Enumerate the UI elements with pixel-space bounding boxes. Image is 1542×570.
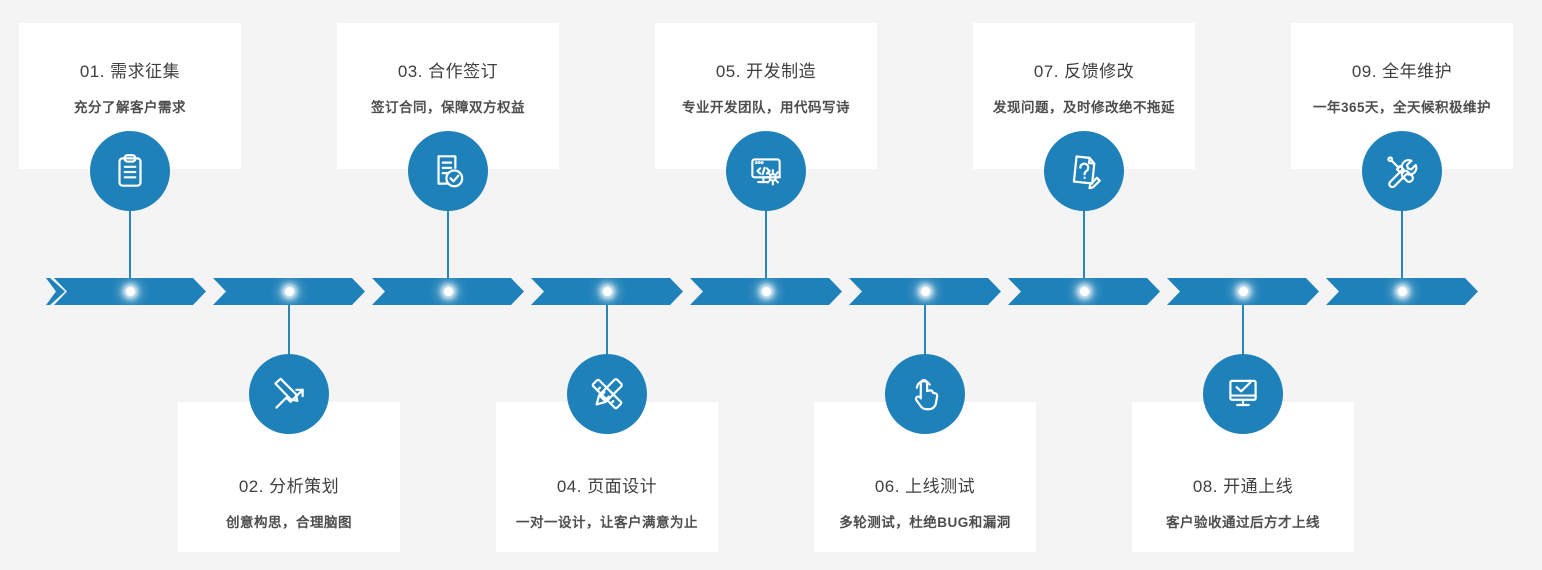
step-title: 06. 上线测试 [874, 477, 976, 496]
step-subtitle: 发现问题，及时修改绝不拖延 [993, 100, 1175, 115]
timeline-dot [1080, 287, 1089, 296]
connector-line [606, 305, 608, 356]
connector-line [129, 209, 131, 278]
timeline-dot [762, 287, 771, 296]
step-subtitle: 充分了解客户需求 [74, 100, 186, 115]
monitor-check-icon [1203, 354, 1283, 434]
connector-line [924, 305, 926, 356]
step-title: 09. 全年维护 [1351, 62, 1453, 81]
step-subtitle: 多轮测试，杜绝BUG和漏洞 [839, 515, 1011, 530]
timeline-dot [444, 287, 453, 296]
connector-line [1083, 209, 1085, 278]
contract-check-icon [408, 131, 488, 211]
connector-line [1242, 305, 1244, 356]
question-note-icon [1044, 131, 1124, 211]
wrench-screwdriver-icon [1362, 131, 1442, 211]
timeline-segment [531, 278, 683, 305]
timeline-dot [1398, 287, 1407, 296]
step-title: 04. 页面设计 [556, 477, 658, 496]
code-window-gear-icon [726, 131, 806, 211]
timeline-segment [849, 278, 1001, 305]
connector-line [288, 305, 290, 356]
timeline-dot [603, 287, 612, 296]
step-title: 01. 需求征集 [79, 62, 181, 81]
timeline-segment [690, 278, 842, 305]
timeline-segment [1167, 278, 1319, 305]
tap-hand-icon [885, 354, 965, 434]
step-title: 02. 分析策划 [238, 477, 340, 496]
connector-line [447, 209, 449, 278]
connector-line [1401, 209, 1403, 278]
step-title: 05. 开发制造 [715, 62, 817, 81]
timeline-dot [285, 287, 294, 296]
clipboard-icon [90, 131, 170, 211]
timeline-segment [1008, 278, 1160, 305]
step-title: 08. 开通上线 [1192, 477, 1294, 496]
step-subtitle: 专业开发团队，用代码写诗 [682, 100, 850, 115]
step-subtitle: 一对一设计，让客户满意为止 [516, 515, 698, 530]
connector-line [765, 209, 767, 278]
step-subtitle: 创意构思，合理脑图 [226, 515, 352, 530]
timeline-segment [372, 278, 524, 305]
timeline-segment [213, 278, 365, 305]
timeline-dot [921, 287, 930, 296]
step-title: 07. 反馈修改 [1033, 62, 1135, 81]
step-subtitle: 客户验收通过后方才上线 [1166, 515, 1320, 530]
pencil-chart-icon [249, 354, 329, 434]
timeline-dot [126, 287, 135, 296]
step-card: 01. 需求征集 充分了解客户需求 [19, 23, 241, 169]
timeline-dot [1239, 287, 1248, 296]
step-subtitle: 签订合同，保障双方权益 [371, 100, 525, 115]
step-subtitle: 一年365天，全天候积极维护 [1312, 100, 1492, 115]
timeline-segment [1326, 278, 1478, 305]
pencil-ruler-icon [567, 354, 647, 434]
timeline-segment [54, 278, 206, 305]
step-card: 08. 开通上线 客户验收通过后方才上线 [1132, 402, 1354, 552]
step-title: 03. 合作签订 [397, 62, 499, 81]
